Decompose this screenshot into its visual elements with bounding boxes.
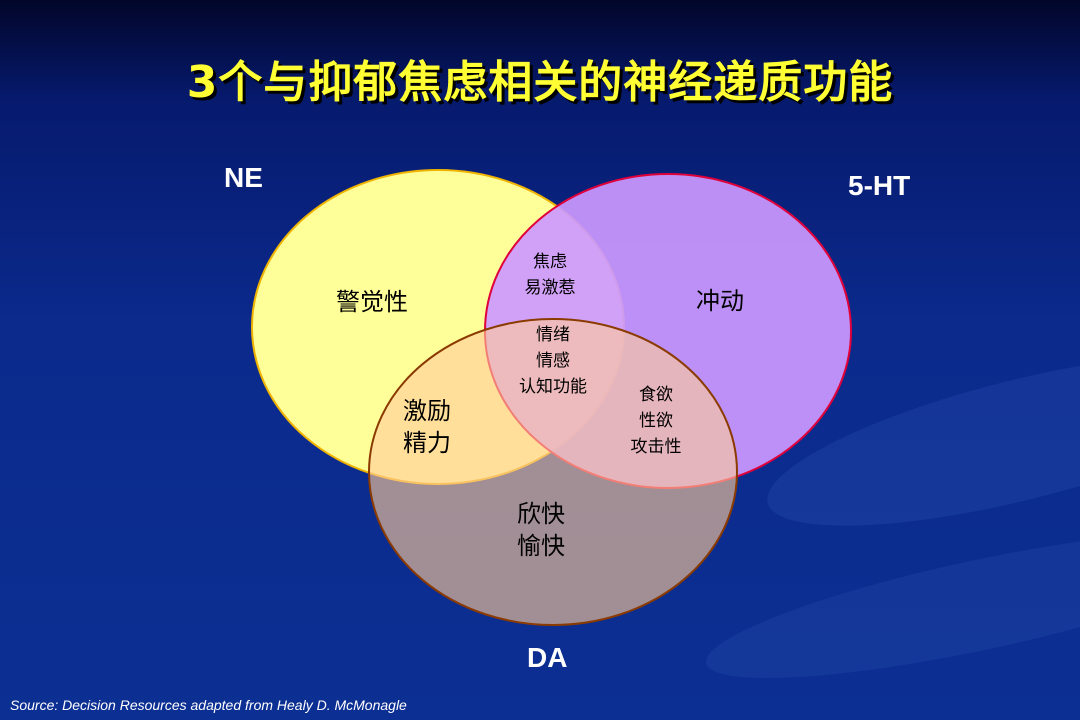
- source-citation: Source: Decision Resources adapted from …: [10, 697, 407, 713]
- region-text: 情感: [536, 351, 570, 371]
- region-da-only: 欣快 愉快: [517, 498, 565, 562]
- region-text: 易激惹: [524, 278, 576, 298]
- region-text: 愉快: [517, 532, 565, 560]
- region-text: 情绪: [536, 325, 570, 345]
- region-text: 精力: [403, 429, 451, 457]
- da-set-label: DA: [527, 642, 568, 673]
- region-ne-ht: 焦虑 易激惹: [525, 249, 576, 301]
- region-text: 食欲: [639, 385, 673, 405]
- region-text: 攻击性: [630, 437, 682, 457]
- ne-set-label: NE: [224, 162, 263, 193]
- region-text: 冲动: [696, 287, 744, 315]
- region-text: 焦虑: [533, 252, 567, 272]
- region-ne-da: 激励 精力: [403, 395, 451, 459]
- region-all: 情绪 情感 认知功能: [519, 322, 587, 400]
- da-circle: [368, 318, 738, 626]
- region-ne-only: 警觉性: [336, 286, 408, 318]
- region-ht-only: 冲动: [696, 285, 744, 317]
- region-text: 欣快: [517, 500, 565, 528]
- region-text: 警觉性: [336, 288, 408, 316]
- region-text: 性欲: [639, 411, 673, 431]
- ht-set-label: 5-HT: [848, 170, 911, 201]
- region-text: 认知功能: [519, 377, 587, 397]
- region-ht-da: 食欲 性欲 攻击性: [631, 382, 682, 460]
- region-text: 激励: [403, 397, 451, 425]
- slide-title: 3个与抑郁焦虑相关的神经递质功能: [186, 57, 894, 108]
